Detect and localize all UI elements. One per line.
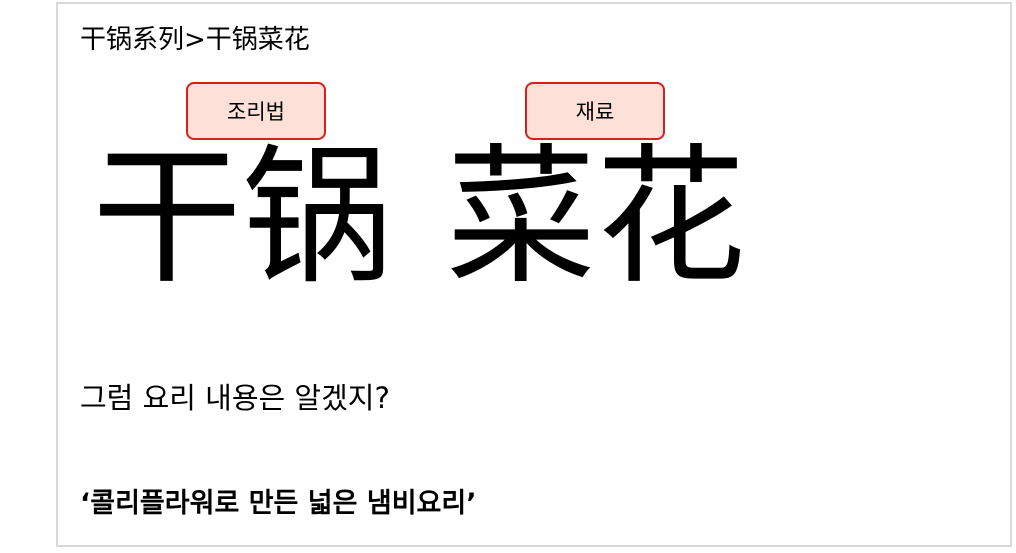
question-text: 그럼 요리 내용은 알겠지?: [80, 381, 390, 415]
ingredients-tag-label: 재료: [575, 100, 615, 124]
dish-name-text: ‘콜리플라워로 만든 넓은 냄비요리’: [80, 488, 477, 519]
recipe-tag-label: 조리법: [227, 100, 285, 124]
slide-frame: 干锅系列>干锅菜花 조리법 재료 干锅 菜花 그럼 요리 내용은 알겠지? ‘콜…: [56, 2, 1012, 547]
ingredients-tag-button[interactable]: 재료: [525, 82, 665, 140]
breadcrumb: 干锅系列>干锅菜花: [80, 25, 310, 55]
recipe-tag-button[interactable]: 조리법: [186, 82, 326, 140]
title-word-cooking-method: 干锅: [92, 131, 393, 305]
title-word-ingredient: 菜花: [446, 131, 747, 305]
